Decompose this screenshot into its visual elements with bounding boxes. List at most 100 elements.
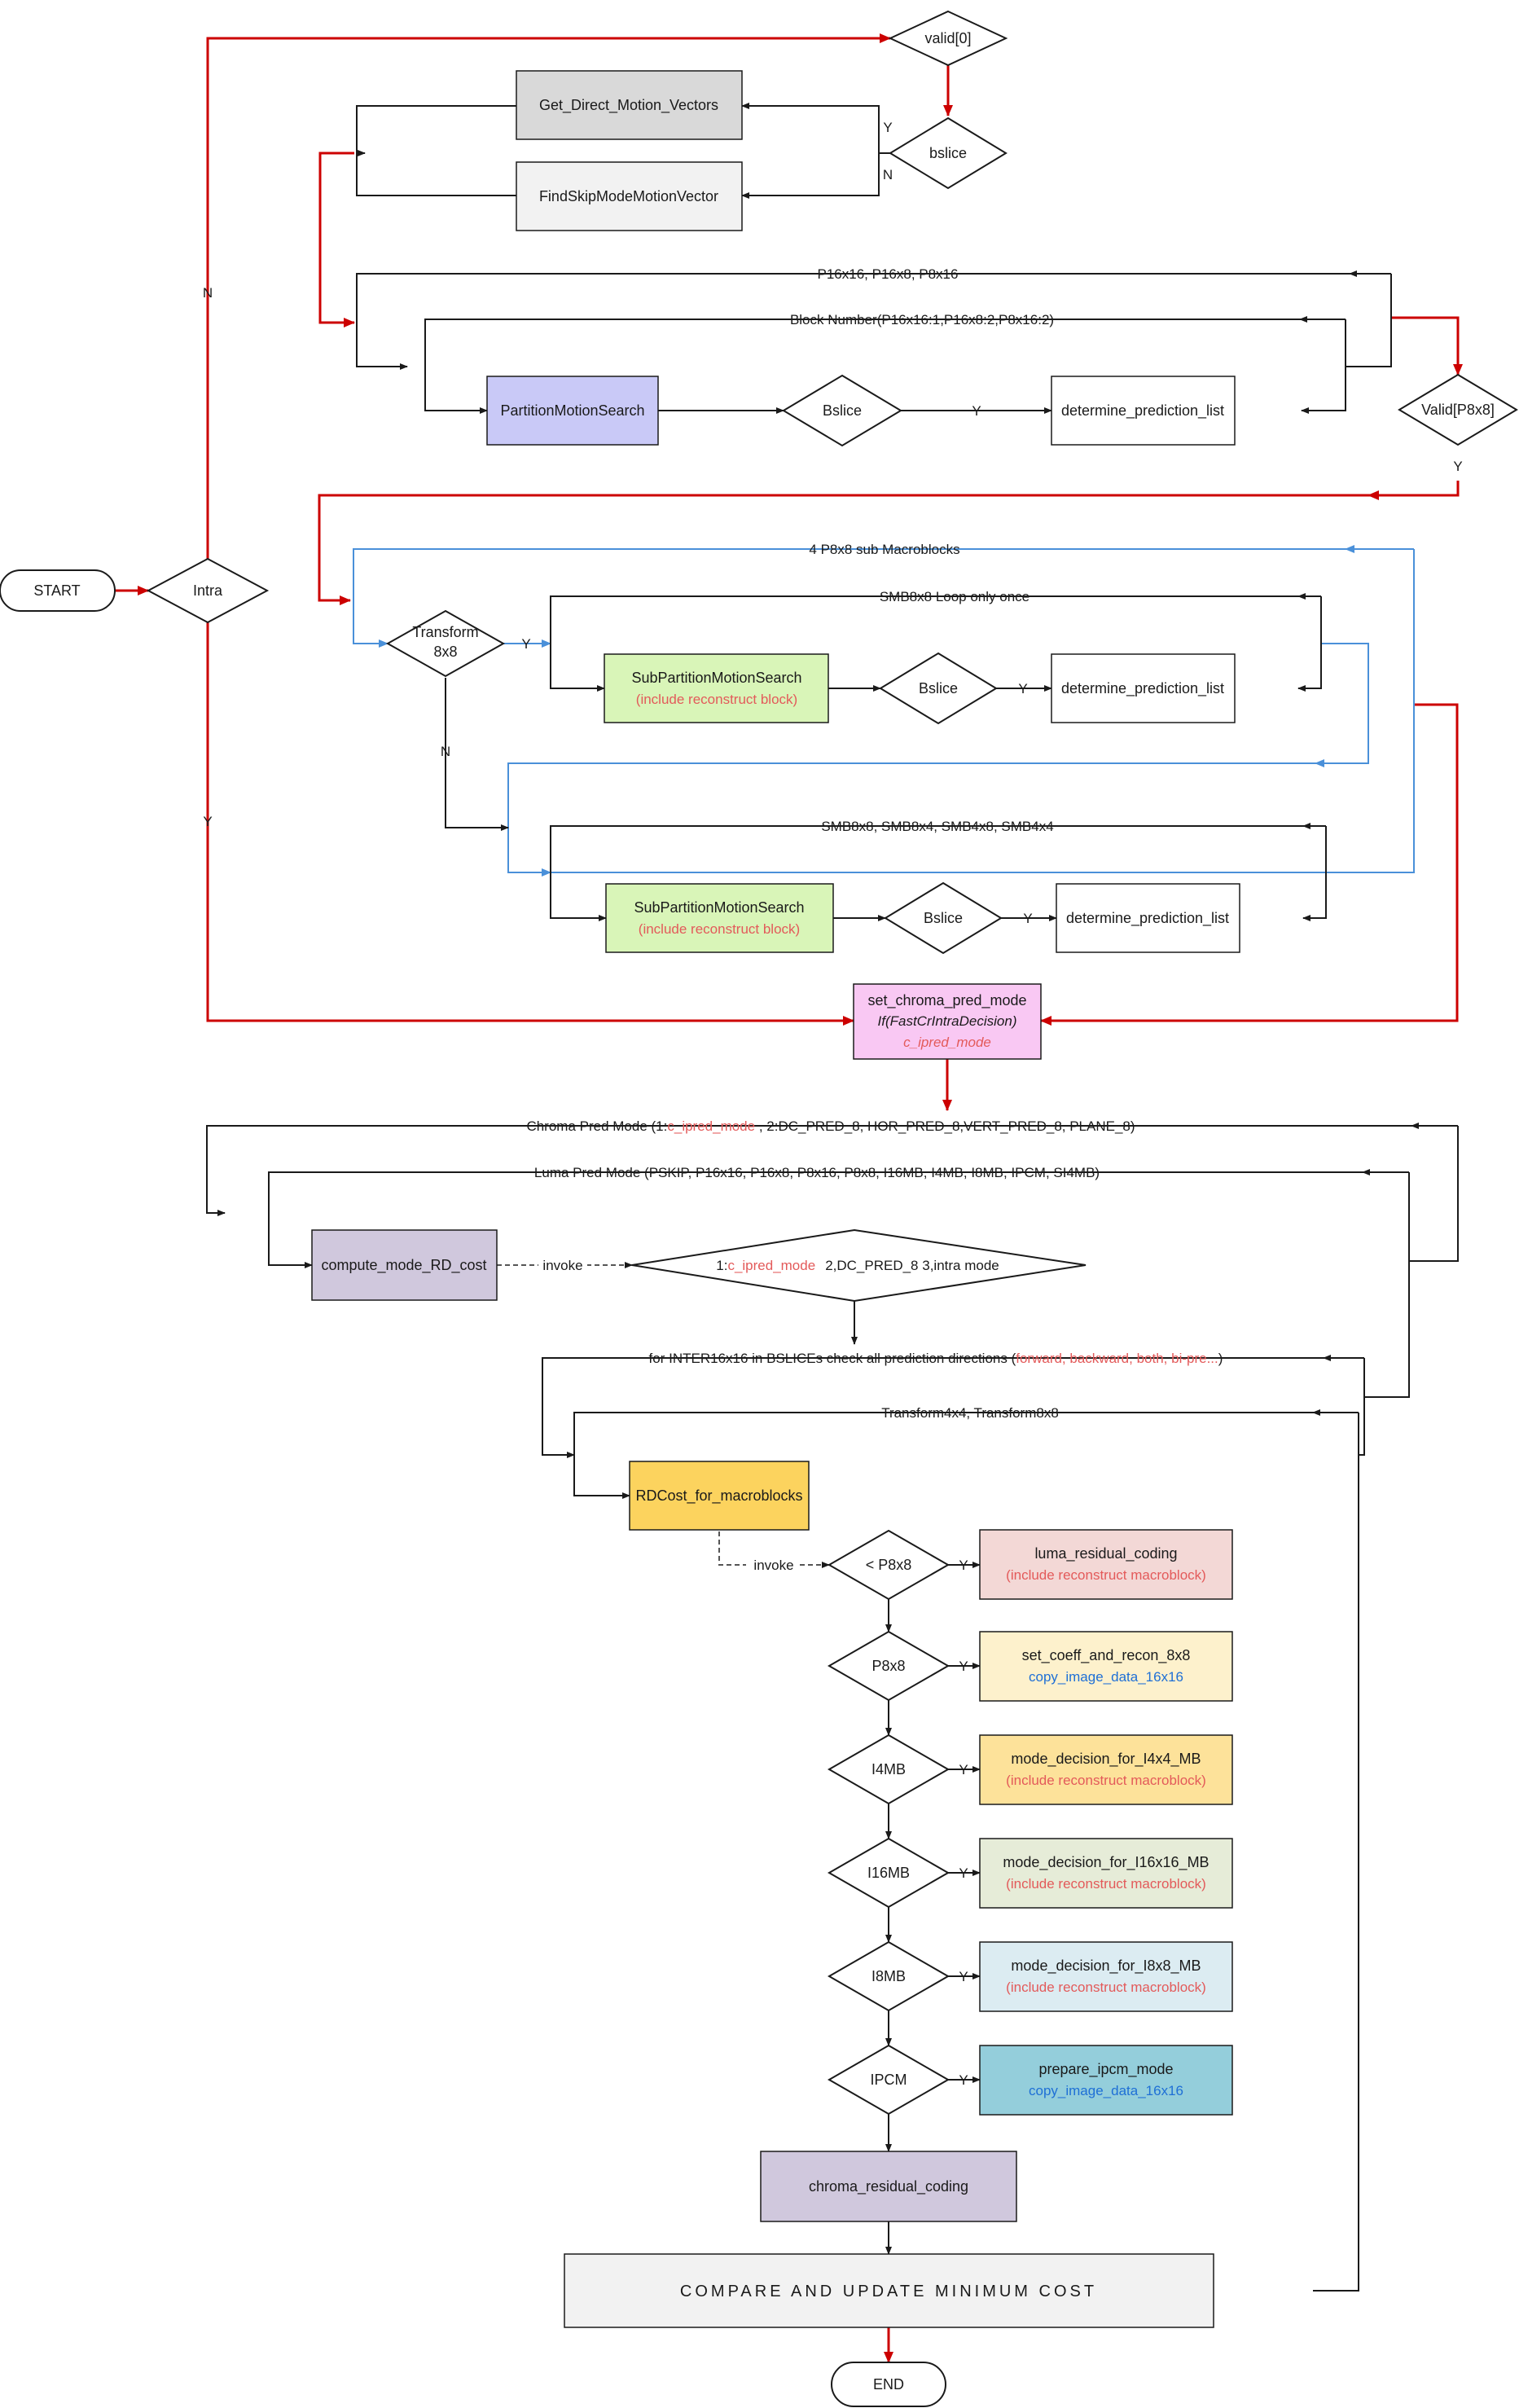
label-intra-n: N [203,285,213,301]
svg-text:valid[0]: valid[0] [924,30,971,46]
edge-sub-to-chroma [1040,703,1459,1026]
svg-text:compute_mode_RD_cost: compute_mode_RD_cost [321,1257,486,1274]
edge-bslice-n [741,153,880,199]
bslice-decision-sub-2: Bslice [884,881,1003,955]
loop-luma-right [1364,1172,1410,1398]
edge-merge-to-smb4 [507,762,1368,877]
set-coeff-recon-box: set_coeff_and_recon_8x8 copy_image_data_… [979,1631,1233,1702]
label-bslice-n: N [883,167,893,182]
svg-text:PartitionMotionSearch: PartitionMotionSearch [500,402,644,419]
svg-text:Bslice: Bslice [823,402,862,419]
chroma-residual-coding-box: chroma_residual_coding [760,2151,1017,2222]
svg-text:set_chroma_pred_mode: set_chroma_pred_mode [867,992,1026,1009]
loop-inter-right [1359,1358,1365,1456]
label-transform-y: Y [521,636,530,652]
loop-label-chroma-pred: Chroma Pred Mode (1:c_ipred_mode , 2:DC_… [526,1118,1135,1134]
loop-label-p16: P16x16, P16x8, P8x16 [818,266,959,282]
intra-decision: Intra [146,557,270,624]
svg-text:mode_decision_for_I16x16_MB: mode_decision_for_I16x16_MB [1003,1854,1209,1871]
set-chroma-pred-mode-box: set_chroma_pred_mode If(FastCrIntraDecis… [853,983,1042,1060]
i16mb-decision: I16MB [827,1837,950,1909]
i4mb-decision: I4MB [827,1733,950,1805]
svg-text:Bslice: Bslice [919,680,958,696]
loop-trans-right [1313,1413,1359,2292]
loop-luma-frame [268,1171,1409,1268]
svg-text:(include reconstruct block): (include reconstruct block) [636,692,797,707]
partition-motion-search-box: PartitionMotionSearch [486,376,659,446]
bslice-decision-sub-1: Bslice [879,652,998,725]
loop-smb-once-frame [550,595,1321,692]
svg-text:IPCM: IPCM [871,2072,907,2088]
svg-text:8x8: 8x8 [433,644,457,660]
loop-chroma-right [1409,1126,1459,1262]
svg-text:(include reconstruct macrobloc: (include reconstruct macroblock) [1006,1773,1206,1788]
bslice-decision-partition: Bslice [782,374,902,447]
svg-text:copy_image_data_16x16: copy_image_data_16x16 [1029,1669,1183,1685]
label-i4-y: Y [959,1762,968,1777]
svg-text:COMPARE AND UPDATE MINIMUM COS: COMPARE AND UPDATE MINIMUM COST [680,2283,1097,2300]
bslice-decision-top: bslice [889,116,1008,190]
edge-labels: N Y Y N Y Y Y N Y Y Y Y Y Y Y Y P16x16, … [203,120,1463,2088]
svg-text:(include reconstruct macrobloc: (include reconstruct macroblock) [1006,1876,1206,1892]
loop-label-inter16: for INTER16x16 in BSLICEs check all pred… [649,1351,1223,1366]
label-p8-y: Y [959,1659,968,1674]
label-bslice-y: Y [883,120,892,135]
label-i16-y: Y [959,1865,968,1881]
edge-smb-once-exit [1315,643,1369,767]
edge-to-subloop [318,494,1373,605]
end-node: END [831,2362,946,2407]
svg-text:(include reconstruct block): (include reconstruct block) [639,921,800,937]
svg-text:mode_decision_for_I4x4_MB: mode_decision_for_I4x4_MB [1011,1751,1201,1768]
mode-decision-i4x4-box: mode_decision_for_I4x4_MB (include recon… [979,1734,1233,1805]
svg-text:I8MB: I8MB [871,1968,906,1984]
loop-label-luma-pred: Luma Pred Mode (PSKIP, P16x16, P16x8, P8… [534,1165,1100,1180]
label-intra-y: Y [203,814,212,829]
svg-text:Bslice: Bslice [924,910,963,926]
transform-8x8-decision: Transform 8x8 [385,609,506,678]
lt-p8x8-decision: < P8x8 [827,1529,950,1601]
determine-prediction-list-box-3: determine_prediction_list [1056,883,1240,953]
svg-text:(include reconstruct macrobloc: (include reconstruct macroblock) [1006,1980,1206,1995]
i8mb-decision: I8MB [827,1940,950,2012]
ipcm-decision: IPCM [827,2044,950,2116]
edge-transform-n [445,678,509,831]
loop-p16-right [1346,274,1392,367]
loop-block-right [1301,319,1346,414]
valid0-decision: valid[0] [888,10,1008,67]
loop-label-transform: Transform4x4, Transform8x8 [881,1405,1059,1421]
edge-loop-to-valid [1391,316,1463,376]
loop-label-4p8: 4 P8x8 sub Macroblocks [809,542,959,557]
start-node: START [0,569,116,612]
compare-update-min-cost-box: COMPARE AND UPDATE MINIMUM COST [564,2253,1214,2328]
subpartition-motion-search-box-1: SubPartitionMotionSearch (include recons… [604,653,829,723]
svg-text:START: START [33,582,80,599]
svg-text:determine_prediction_list: determine_prediction_list [1061,402,1224,420]
svg-text:c_ipred_mode: c_ipred_mode [903,1035,991,1050]
luma-residual-coding-box: luma_residual_coding (include reconstruc… [979,1529,1233,1600]
find-skip-mode-box: FindSkipModeMotionVector [516,161,743,231]
determine-prediction-list-box-1: determine_prediction_list [1051,376,1236,446]
loop-label-smb-once: SMB8x8 Loop only once [880,589,1029,604]
loop-4p8-frame [353,548,1414,648]
svg-text:SubPartitionMotionSearch: SubPartitionMotionSearch [634,899,804,916]
edge-bslice-merge-red [318,152,355,327]
label-transform-n: N [441,744,450,759]
label-bs2-y: Y [1023,911,1032,926]
loop-block-frame [424,319,1346,414]
label-ipcm-y: Y [959,2072,968,2088]
svg-text:mode_decision_for_I8x8_MB: mode_decision_for_I8x8_MB [1011,1958,1201,1975]
svg-text:set_coeff_and_recon_8x8: set_coeff_and_recon_8x8 [1022,1647,1191,1664]
svg-text:Get_Direct_Motion_Vectors: Get_Direct_Motion_Vectors [539,97,718,114]
edge-bslice-y [741,103,890,154]
rdcost-for-macroblocks-box: RDCost_for_macroblocks [629,1461,810,1531]
label-bs1-y: Y [1018,681,1027,696]
svg-text:If(FastCrIntraDecision): If(FastCrIntraDecision) [878,1013,1017,1029]
svg-text:< P8x8: < P8x8 [866,1557,912,1573]
svg-text:I16MB: I16MB [867,1865,910,1881]
loop-p16-frame [356,273,1391,370]
loop-label-smb-all: SMB8x8, SMB8x4, SMB4x8, SMB4x4 [821,819,1053,834]
svg-text:FindSkipModeMotionVector: FindSkipModeMotionVector [539,188,718,204]
